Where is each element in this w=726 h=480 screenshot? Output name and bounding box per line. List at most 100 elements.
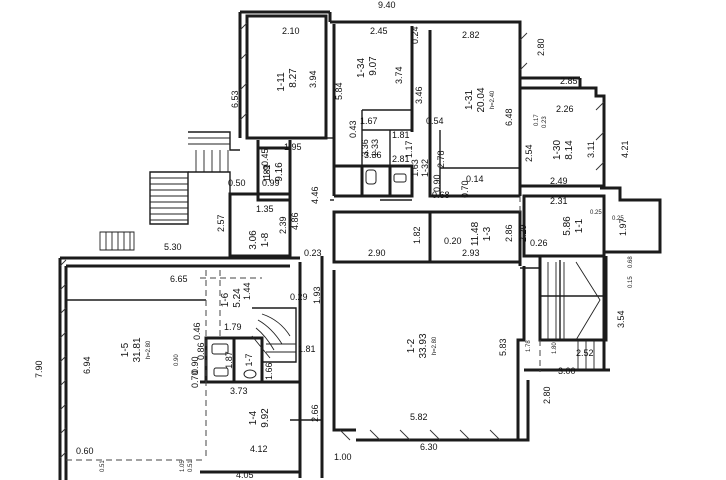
room-1-31-area: 20.04 <box>476 87 487 112</box>
dim-label: 3.36 <box>364 150 382 160</box>
dim-label: 0.46 <box>192 322 202 340</box>
room-1-3-id: 1-3 <box>482 226 493 241</box>
room-1-8-area: 3.06 <box>248 230 259 250</box>
dim-label: 0.90 <box>190 356 200 374</box>
dim-label: 0.14 <box>466 174 484 184</box>
dim-label: 2.85 <box>560 76 578 86</box>
room-1-7-area: 1.87 <box>224 351 234 369</box>
room-1-5-height: h=2.80 <box>146 340 152 359</box>
dim-label: 0.60 <box>76 446 94 456</box>
dim-label: 0.25 <box>590 210 602 216</box>
dashed-lines <box>66 196 541 461</box>
interior-stairs <box>251 261 601 370</box>
dim-label: 0.45 <box>260 148 270 166</box>
room-1-2-height: h=2.80 <box>432 336 438 355</box>
dim-label: 6.94 <box>82 356 92 374</box>
dim-label: 0.24 <box>410 26 420 44</box>
dim-label: 0.68 <box>432 190 450 200</box>
dim-label: 0.70 <box>460 180 470 198</box>
dim-label: 0.51 <box>188 460 194 472</box>
dim-label: 0.23 <box>304 248 322 258</box>
inner-lines <box>66 109 606 421</box>
dim-label: 5.84 <box>334 82 344 100</box>
dim-label: 0.54 <box>426 116 444 126</box>
room-1-6-area: 5.24 <box>232 288 243 308</box>
dim-label: 2.82 <box>462 30 480 40</box>
room-1-32-area: 1.63 <box>410 159 420 177</box>
dim-label: 6.65 <box>170 274 188 284</box>
room-1-32-id: 1-32 <box>420 159 430 177</box>
dim-label: 1.44 <box>242 282 252 300</box>
dim-label: 1.78 <box>526 340 532 352</box>
dim-label: 2.80 <box>542 386 552 404</box>
dim-label: 2.26 <box>556 104 574 114</box>
dim-label: 1.05 <box>180 460 186 472</box>
dim-label: 1.00 <box>334 452 352 462</box>
dim-label: 0.26 <box>530 238 548 248</box>
dim-label: 0.15 <box>628 276 634 288</box>
dim-label: 0.23 <box>542 116 548 128</box>
dim-label: 3.94 <box>308 70 318 88</box>
room-1-8-id: 1-8 <box>260 232 271 247</box>
dim-label: 0.51 <box>100 460 106 472</box>
dim-label: 5.83 <box>498 338 508 356</box>
room-1-33-area: 3.36 <box>360 139 370 157</box>
room-1-34-area: 9.07 <box>368 56 379 76</box>
fixtures <box>211 169 407 379</box>
hatching <box>59 22 605 459</box>
room-1-5-id: 1-5 <box>120 342 131 357</box>
dim-label: 6.48 <box>504 108 514 126</box>
dim-label: 2.86 <box>504 224 514 242</box>
room-1-2-id: 1-2 <box>406 338 417 353</box>
dim-label: 2.54 <box>524 144 534 162</box>
dim-label: 2.93 <box>462 248 480 258</box>
exterior-stairs-left <box>99 131 240 251</box>
dim-label: 0.29 <box>290 292 308 302</box>
dim-label: 4.05 <box>236 470 254 480</box>
dim-label: 0.68 <box>628 256 634 268</box>
room-labels: 1-11 8.27 1-34 9.07 1-31 20.04 h=2.40 1-… <box>120 56 585 428</box>
room-1-9-id: 1-9 <box>262 164 273 179</box>
dim-label: 0.70 <box>190 370 200 388</box>
walls <box>58 10 662 480</box>
room-1-1-area: 5.86 <box>562 216 573 236</box>
dim-label: 2.52 <box>576 348 594 358</box>
dim-label: 3.54 <box>616 310 626 328</box>
dim-label: 3.73 <box>230 386 248 396</box>
room-1-6-id: 1-6 <box>220 292 231 307</box>
dim-label: 2.10 <box>282 26 300 36</box>
dim-label: 0.90 <box>432 174 442 192</box>
dim-label: 0.90 <box>174 354 180 366</box>
dim-label: 2.66 <box>310 404 320 422</box>
dim-label: 1.95 <box>284 142 302 152</box>
room-1-9-area: 9.16 <box>274 162 285 182</box>
room-1-4-area: 9.92 <box>260 408 271 428</box>
dim-label: 1.35 <box>256 204 274 214</box>
dim-label: 1.17 <box>404 140 414 158</box>
dim-label: 2.57 <box>216 214 226 232</box>
dim-label: 0.50 <box>228 178 246 188</box>
dim-label: 1.97 <box>618 218 628 236</box>
dim-label: 2.90 <box>368 248 386 258</box>
dim-label: 6.53 <box>230 90 240 108</box>
room-1-30-area: 8.14 <box>564 140 575 160</box>
dim-label: 1.82 <box>412 226 422 244</box>
room-1-5-area: 31.81 <box>132 337 143 362</box>
room-1-2-area: 33.93 <box>418 333 429 358</box>
dim-label: 2.49 <box>550 176 568 186</box>
dim-label: 1.81 <box>262 164 272 182</box>
room-1-34-id: 1-34 <box>356 58 367 78</box>
dim-label: 2.29 <box>518 224 528 242</box>
room-1-1-id: 1-1 <box>574 218 585 233</box>
dim-label: 3.00 <box>558 366 576 376</box>
room-1-31-id: 1-31 <box>464 90 475 110</box>
dimension-labels: 9.40 2.10 2.45 0.24 2.82 2.80 2.85 2.26 … <box>34 0 634 480</box>
dim-label: 0.86 <box>196 342 206 360</box>
room-1-30-id: 1-30 <box>552 140 563 160</box>
dim-label: 1.80 <box>552 342 558 354</box>
dim-label: 4.12 <box>250 444 268 454</box>
room-1-31-height: h=2.40 <box>490 90 496 109</box>
dim-label: 5.30 <box>164 242 182 252</box>
dim-label: 0.17 <box>534 114 540 126</box>
